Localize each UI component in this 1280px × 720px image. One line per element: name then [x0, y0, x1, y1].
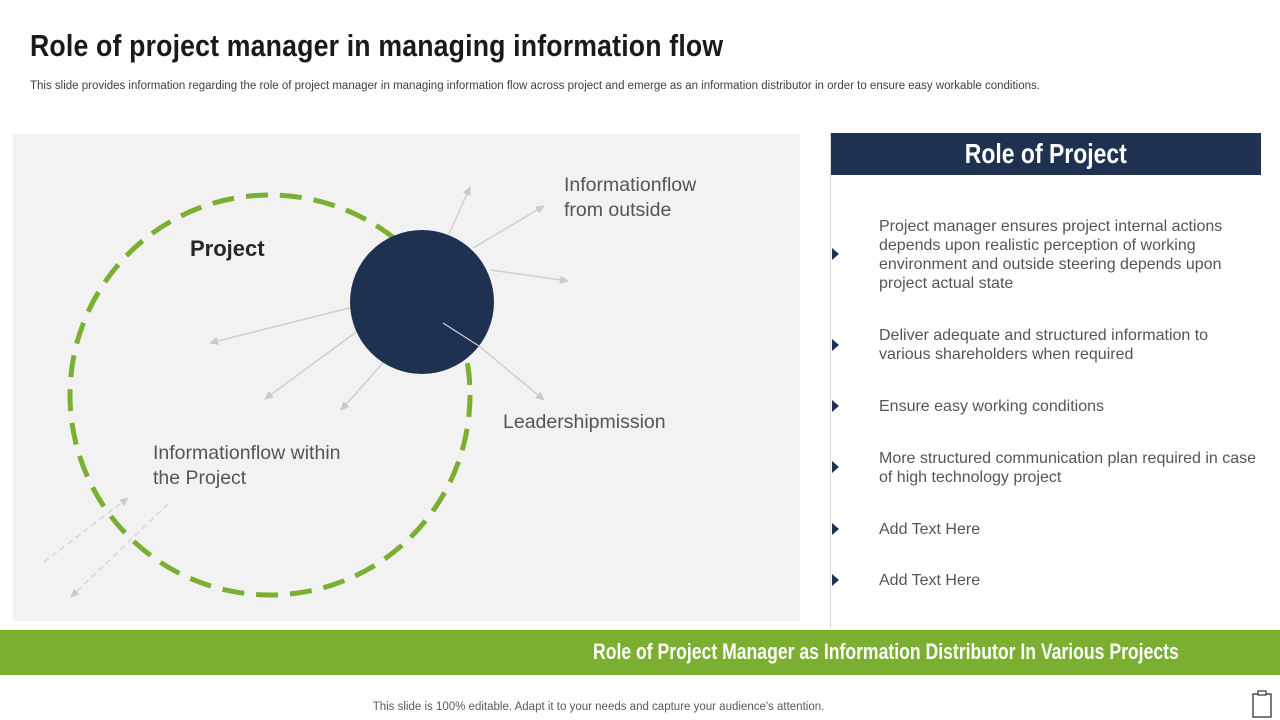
- outside-flow-label: Informationflow from outside: [564, 173, 696, 223]
- bottom-banner-text: Role of Project Manager as Information D…: [593, 639, 1179, 664]
- clipboard-icon[interactable]: [1252, 690, 1272, 718]
- list-item-text: More structured communication plan requi…: [879, 450, 1257, 486]
- footer-note: This slide is 100% editable. Adapt it to…: [0, 701, 1280, 713]
- role-panel-header: Role of Project: [831, 133, 1261, 175]
- arrow-left: [209, 306, 354, 345]
- arrow-up: [448, 186, 471, 235]
- triangle-right-icon: [832, 574, 839, 586]
- arrow-down: [340, 361, 385, 411]
- role-panel-heading: Role of Project: [964, 138, 1128, 169]
- list-item-text: Ensure easy working conditions: [879, 398, 1105, 415]
- list-item-text: Add Text Here: [879, 521, 981, 538]
- information-flow-diagram: Project Informationflow from outside Lea…: [13, 134, 800, 621]
- triangle-right-icon: [832, 400, 839, 412]
- outside-flow-label-line2: from outside: [564, 199, 672, 221]
- arrow-outgoing: [70, 503, 169, 598]
- within-flow-label-line1: Informationflow within: [153, 442, 341, 464]
- arrow-outside: [472, 205, 545, 249]
- outside-flow-label-line1: Informationflow: [564, 174, 697, 196]
- list-item-text: Project manager ensures project internal…: [879, 218, 1223, 292]
- project-manager-circle: [350, 230, 494, 374]
- page-subtitle: This slide provides information regardin…: [30, 80, 1040, 92]
- list-item-text: Deliver adequate and structured informat…: [879, 327, 1209, 363]
- footer-text: This slide is 100% editable. Adapt it to…: [372, 701, 825, 713]
- project-boundary-circle: [67, 192, 473, 598]
- arrow-leadership: [478, 345, 545, 401]
- triangle-right-icon: [832, 461, 839, 473]
- within-flow-label-line2: the Project: [153, 467, 247, 489]
- arrow-incoming: [43, 497, 129, 563]
- role-panel: Role of Project Project manager ensures …: [830, 133, 1261, 628]
- bottom-banner: Role of Project Manager as Information D…: [0, 630, 1280, 675]
- triangle-right-icon: [832, 248, 839, 260]
- leadership-label: Leadershipmission: [503, 411, 666, 433]
- triangle-right-icon: [832, 339, 839, 351]
- list-item-text: Add Text Here: [879, 572, 981, 589]
- project-label: Project: [190, 236, 265, 261]
- diagram-graphics: [43, 186, 569, 598]
- arrow-down-left: [264, 329, 360, 400]
- triangle-right-icon: [832, 523, 839, 535]
- arrow-right: [490, 269, 569, 284]
- page-title: Role of project manager in managing info…: [30, 28, 724, 63]
- within-flow-label: Informationflow within the Project: [153, 441, 341, 491]
